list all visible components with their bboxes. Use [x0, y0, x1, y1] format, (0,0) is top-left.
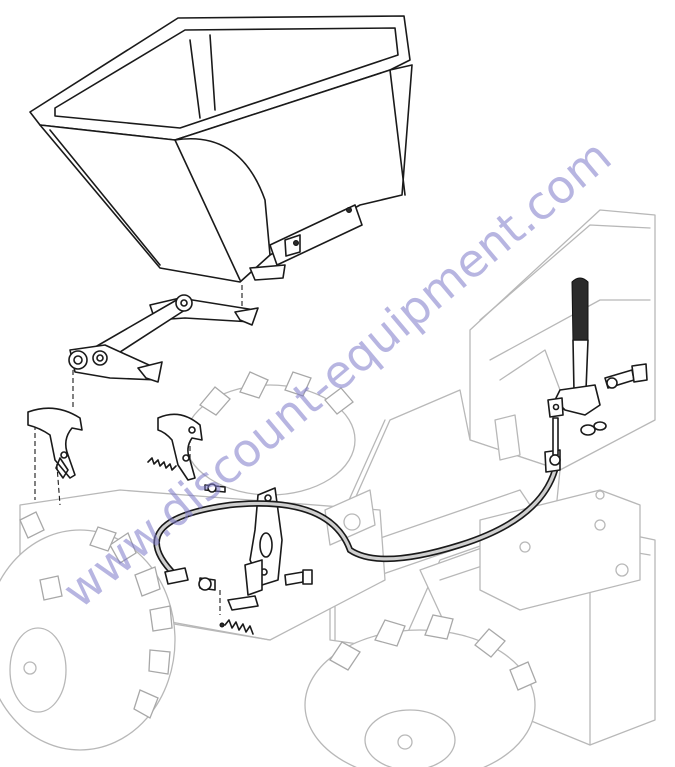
right-latch-bracket	[147, 413, 226, 493]
control-cable	[153, 449, 561, 585]
control-lever	[547, 277, 648, 466]
hopper-bucket	[29, 15, 413, 283]
machine-tires	[0, 371, 537, 767]
hinge-arm-assembly	[68, 294, 259, 383]
center-bellcrank-assembly	[198, 487, 313, 635]
left-latch-bracket	[27, 407, 83, 479]
